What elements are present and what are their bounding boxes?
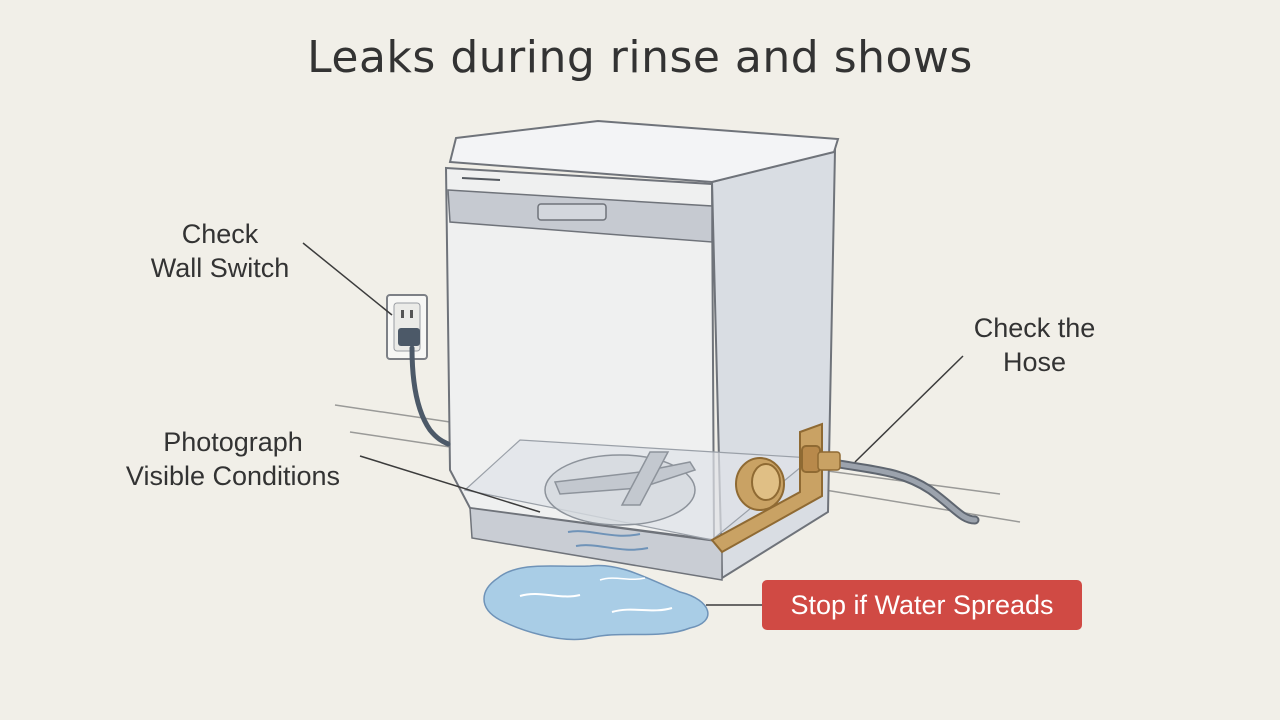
- water-puddle: [483, 564, 709, 641]
- dishwasher-top: [448, 119, 840, 184]
- door-handle: [537, 203, 607, 221]
- photograph-callout: Photograph Visible Conditions: [125, 427, 341, 491]
- page-title: Leaks during rinse and shows: [307, 32, 973, 83]
- water-hose: [817, 451, 980, 525]
- spray-arm: [544, 451, 697, 526]
- hose-callout: Check the Hose: [973, 313, 1096, 377]
- water-seep: [567, 530, 649, 551]
- hose-fitting: [710, 422, 823, 554]
- stop-warning-badge: Stop if Water Spreads: [762, 580, 1082, 630]
- stop-warning-text: Stop if Water Spreads: [790, 589, 1054, 620]
- wall-switch-callout: Check Wall Switch: [150, 219, 290, 283]
- leader-lines: [302, 242, 964, 606]
- wall-outlet: [386, 294, 428, 360]
- kick-plate: [469, 507, 723, 581]
- power-cord: [409, 345, 451, 447]
